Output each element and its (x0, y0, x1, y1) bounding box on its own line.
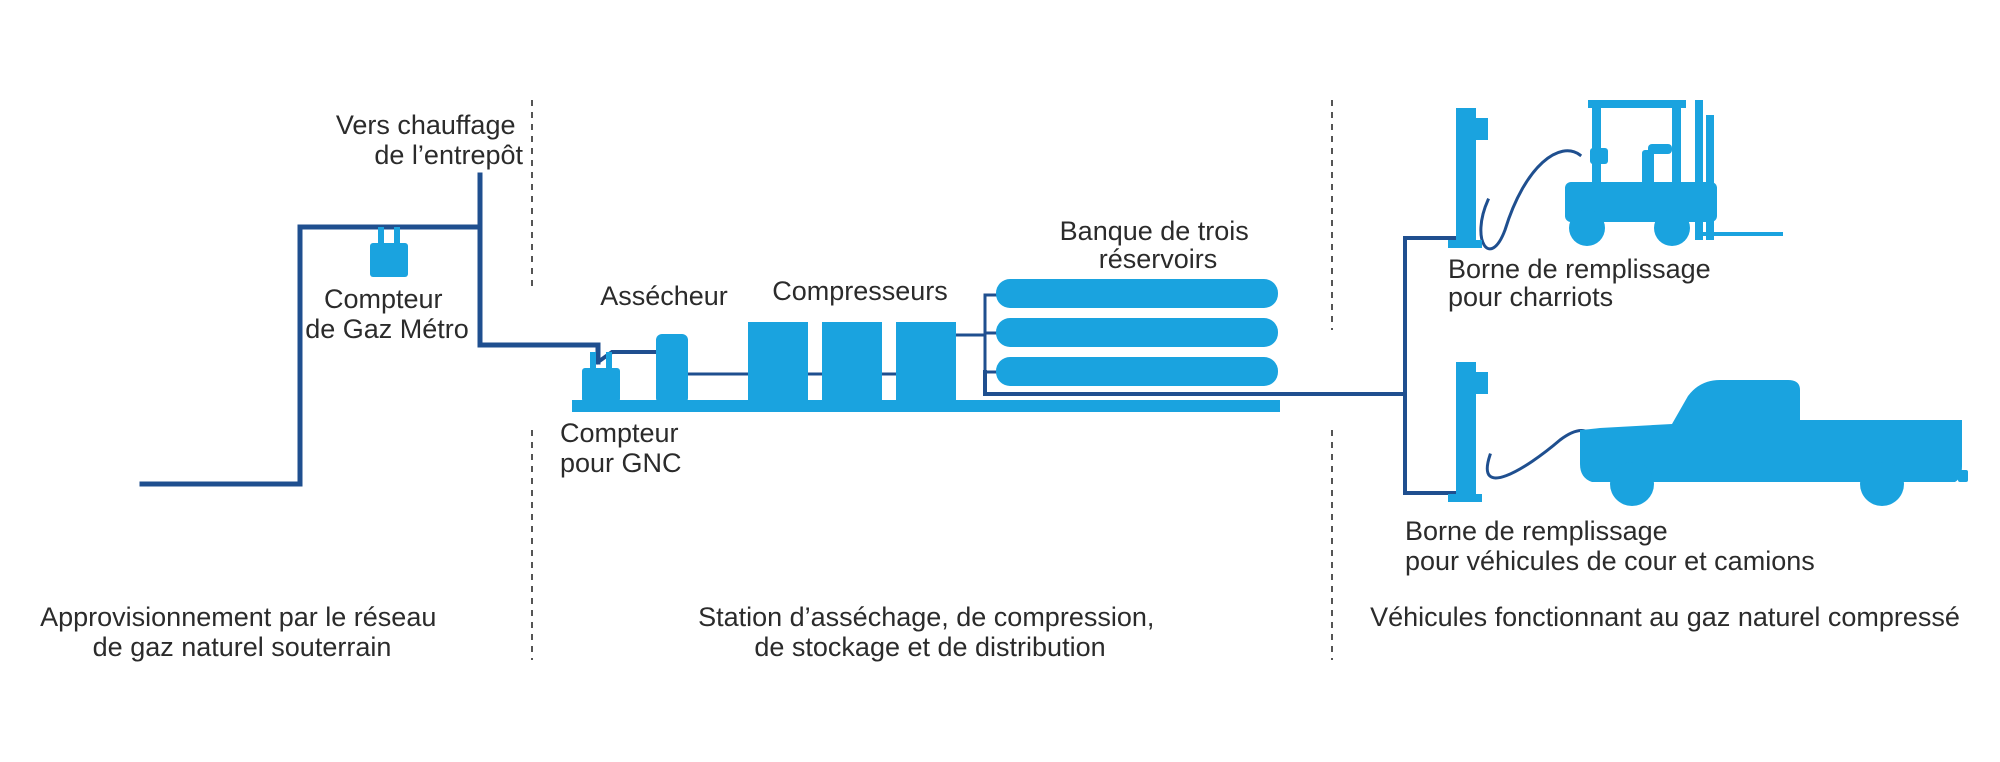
supply-pipe (139, 224, 483, 487)
storage-tank-icon (996, 318, 1278, 347)
section-supply-line-1: Approvisionnement par le réseau (40, 602, 436, 632)
storage-tank-icon (996, 279, 1278, 308)
heating-label-line-2: de l’entrepôt (374, 140, 523, 170)
tank-bank-label-line-2: réservoirs (1099, 244, 1218, 274)
section-vehicles-line-1: Véhicules fonctionnant au gaz naturel co… (1370, 602, 1960, 632)
forklift-hose (1479, 149, 1583, 251)
gas-meter-label: Compteur de Gaz Métro (305, 284, 469, 344)
labels: Vers chauffage de l’entrepôt Compteur de… (40, 110, 1960, 662)
storage-tank-icon (996, 357, 1278, 386)
section-vehicles-caption: Véhicules fonctionnant au gaz naturel co… (1370, 602, 1960, 632)
tank-bank-label-line-1: Banque de trois (1060, 216, 1249, 246)
dryer-label: Assécheur (600, 281, 728, 311)
compressor-icon (822, 322, 882, 404)
tank-bank-label: Banque de trois réservoirs (1060, 216, 1257, 274)
heating-label: Vers chauffage de l’entrepôt (336, 110, 524, 170)
compressors-label: Compresseurs (772, 276, 948, 306)
section-station-line-1: Station d’asséchage, de compression, (698, 602, 1154, 632)
dispenser-riser-pipe (1403, 236, 1457, 495)
forklift-station-label: Borne de remplissage pour charriots (1448, 254, 1718, 312)
truck-station-label: Borne de remplissage pour véhicules de c… (1405, 516, 1815, 576)
forklift-station-label-line-1: Borne de remplissage (1448, 254, 1711, 284)
cng-meter-label-line-1: Compteur (560, 418, 679, 448)
section-dividers (531, 100, 1333, 660)
tanks-to-dispensers-pipe (983, 370, 1407, 396)
compressor-icon (748, 322, 808, 404)
truck-hose (1485, 429, 1598, 480)
section-supply-caption: Approvisionnement par le réseau de gaz n… (40, 602, 444, 662)
forklift-icon (1565, 100, 1783, 246)
truck-station-label-line-2: pour véhicules de cour et camions (1405, 546, 1815, 576)
equipment (370, 100, 1968, 506)
gas-meter-label-line-2: de Gaz Métro (305, 314, 469, 344)
forklift-station-label-line-2: pour charriots (1448, 282, 1613, 312)
compressor-icon (896, 322, 956, 404)
section-station-caption: Station d’asséchage, de compression, de … (698, 602, 1162, 662)
cng-meter-label-line-2: pour GNC (560, 448, 682, 478)
truck-station-label-line-1: Borne de remplissage (1405, 516, 1668, 546)
cng-meter-label: Compteur pour GNC (560, 418, 686, 478)
gas-meter-label-line-1: Compteur (324, 284, 443, 314)
dryer-icon (656, 334, 688, 404)
meter-icon (370, 227, 408, 277)
section-supply-line-2: de gaz naturel souterrain (93, 632, 392, 662)
pickup-truck-icon (1580, 380, 1968, 506)
fuel-dispenser-icon (1448, 362, 1488, 502)
heating-branch-pipe (477, 172, 601, 365)
fuel-dispenser-icon (1448, 108, 1488, 248)
compressor-to-tanks-pipe (950, 293, 1002, 337)
section-station-line-2: de stockage et de distribution (754, 632, 1105, 662)
heating-label-line-1: Vers chauffage (336, 110, 516, 140)
cng-meter-icon (582, 352, 620, 402)
